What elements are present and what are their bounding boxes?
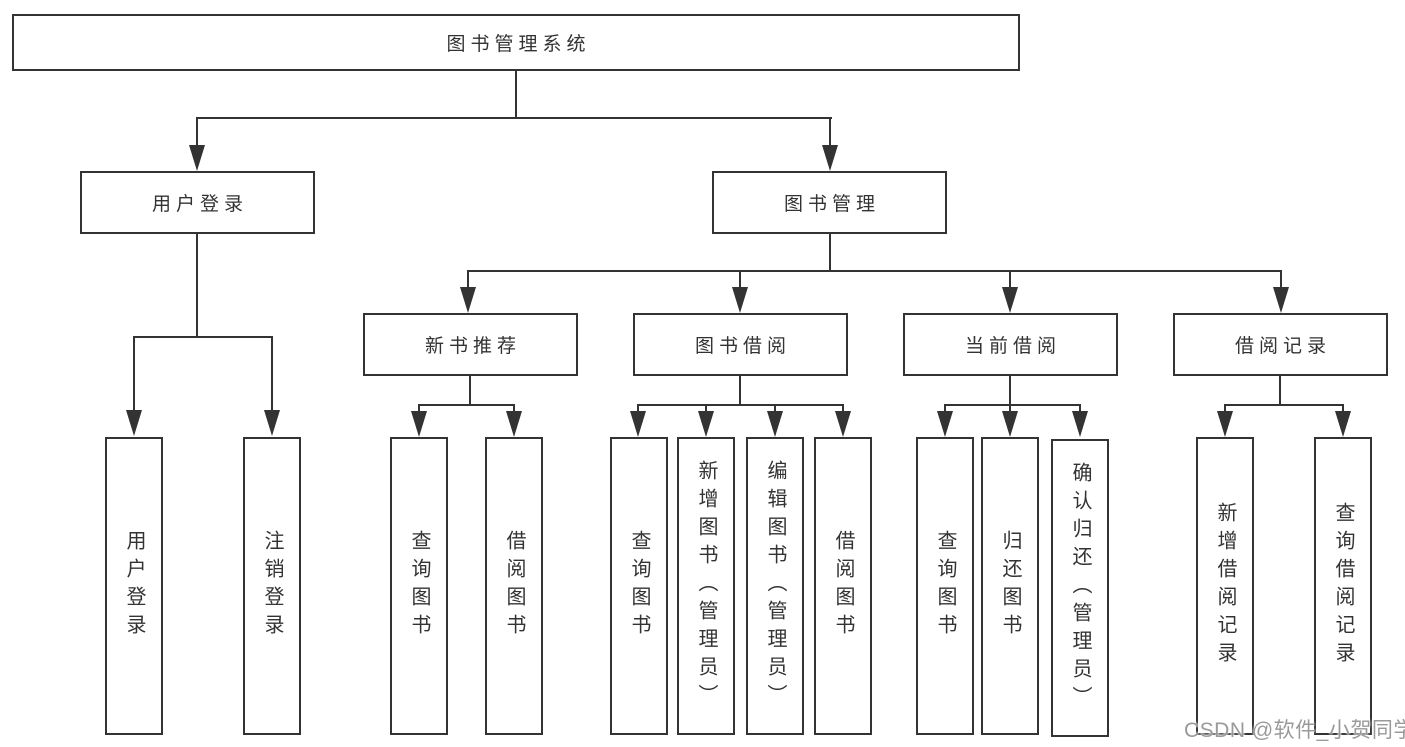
connector-line bbox=[1280, 272, 1282, 288]
connector-line bbox=[467, 272, 469, 288]
connector-line bbox=[774, 406, 776, 412]
node-borrow-records: 借阅记录 bbox=[1173, 313, 1388, 376]
connector-line bbox=[637, 406, 639, 412]
arrowhead-down-icon bbox=[1072, 411, 1088, 437]
connector-line bbox=[739, 272, 741, 288]
connector-line bbox=[739, 376, 741, 406]
leaf-edit-books-admin: 编辑图书（管理员） bbox=[746, 437, 804, 735]
leaf-query-books-1: 查询图书 bbox=[390, 437, 448, 735]
arrowhead-down-icon bbox=[767, 411, 783, 437]
node-current-borrow: 当前借阅 bbox=[903, 313, 1118, 376]
leaf-query-borrow-record: 查询借阅记录 bbox=[1314, 437, 1372, 735]
leaf-add-borrow-record: 新增借阅记录 bbox=[1196, 437, 1254, 735]
arrowhead-down-icon bbox=[506, 411, 522, 437]
connector-line bbox=[196, 117, 832, 119]
connector-line bbox=[513, 406, 515, 412]
node-user-login: 用户登录 bbox=[80, 171, 315, 234]
arrowhead-down-icon bbox=[1002, 287, 1018, 313]
connector-line bbox=[829, 234, 831, 272]
connector-line bbox=[1342, 406, 1344, 412]
arrowhead-down-icon bbox=[1002, 411, 1018, 437]
connector-line bbox=[196, 119, 198, 147]
connector-line bbox=[705, 406, 707, 412]
leaf-add-books-admin: 新增图书（管理员） bbox=[677, 437, 735, 735]
arrowhead-down-icon bbox=[1335, 411, 1351, 437]
connector-line bbox=[515, 71, 517, 118]
leaf-query-books-2: 查询图书 bbox=[610, 437, 668, 735]
arrowhead-down-icon bbox=[1273, 287, 1289, 313]
connector-line bbox=[1009, 376, 1011, 406]
connector-line bbox=[1224, 404, 1344, 406]
arrowhead-down-icon bbox=[189, 145, 205, 171]
node-root: 图书管理系统 bbox=[12, 14, 1020, 71]
arrowhead-down-icon bbox=[264, 410, 280, 436]
arrowhead-down-icon bbox=[460, 287, 476, 313]
connector-line bbox=[1279, 376, 1281, 406]
connector-line bbox=[467, 270, 1282, 272]
leaf-confirm-return-admin: 确认归还（管理员） bbox=[1051, 439, 1109, 737]
leaf-borrow-books-1: 借阅图书 bbox=[485, 437, 543, 735]
arrowhead-down-icon bbox=[411, 411, 427, 437]
node-book-borrow: 图书借阅 bbox=[633, 313, 848, 376]
connector-line bbox=[829, 119, 831, 147]
connector-line bbox=[1079, 406, 1081, 412]
leaf-user-login: 用户登录 bbox=[105, 437, 163, 735]
connector-line bbox=[469, 376, 471, 406]
connector-line bbox=[1224, 406, 1226, 412]
connector-line bbox=[1009, 406, 1011, 412]
arrowhead-down-icon bbox=[937, 411, 953, 437]
connector-line bbox=[271, 338, 273, 411]
connector-line bbox=[196, 234, 198, 338]
leaf-return-books: 归还图书 bbox=[981, 437, 1039, 735]
arrowhead-down-icon bbox=[630, 411, 646, 437]
connector-line bbox=[418, 404, 515, 406]
connector-line bbox=[637, 404, 844, 406]
arrowhead-down-icon bbox=[732, 287, 748, 313]
leaf-query-books-3: 查询图书 bbox=[916, 437, 974, 735]
connector-line bbox=[133, 336, 273, 338]
arrowhead-down-icon bbox=[835, 411, 851, 437]
connector-line bbox=[944, 404, 1081, 406]
arrowhead-down-icon bbox=[126, 410, 142, 436]
connector-line bbox=[842, 406, 844, 412]
connector-line bbox=[1009, 272, 1011, 288]
node-book-management: 图书管理 bbox=[712, 171, 947, 234]
connector-line bbox=[944, 406, 946, 412]
arrowhead-down-icon bbox=[698, 411, 714, 437]
arrowhead-down-icon bbox=[822, 145, 838, 171]
arrowhead-down-icon bbox=[1217, 411, 1233, 437]
watermark: CSDN @软件_小贺同学 bbox=[1184, 719, 1405, 742]
connector-line bbox=[133, 338, 135, 411]
node-new-book-recommend: 新书推荐 bbox=[363, 313, 578, 376]
connector-line bbox=[418, 406, 420, 412]
leaf-logout: 注销登录 bbox=[243, 437, 301, 735]
leaf-borrow-books-2: 借阅图书 bbox=[814, 437, 872, 735]
